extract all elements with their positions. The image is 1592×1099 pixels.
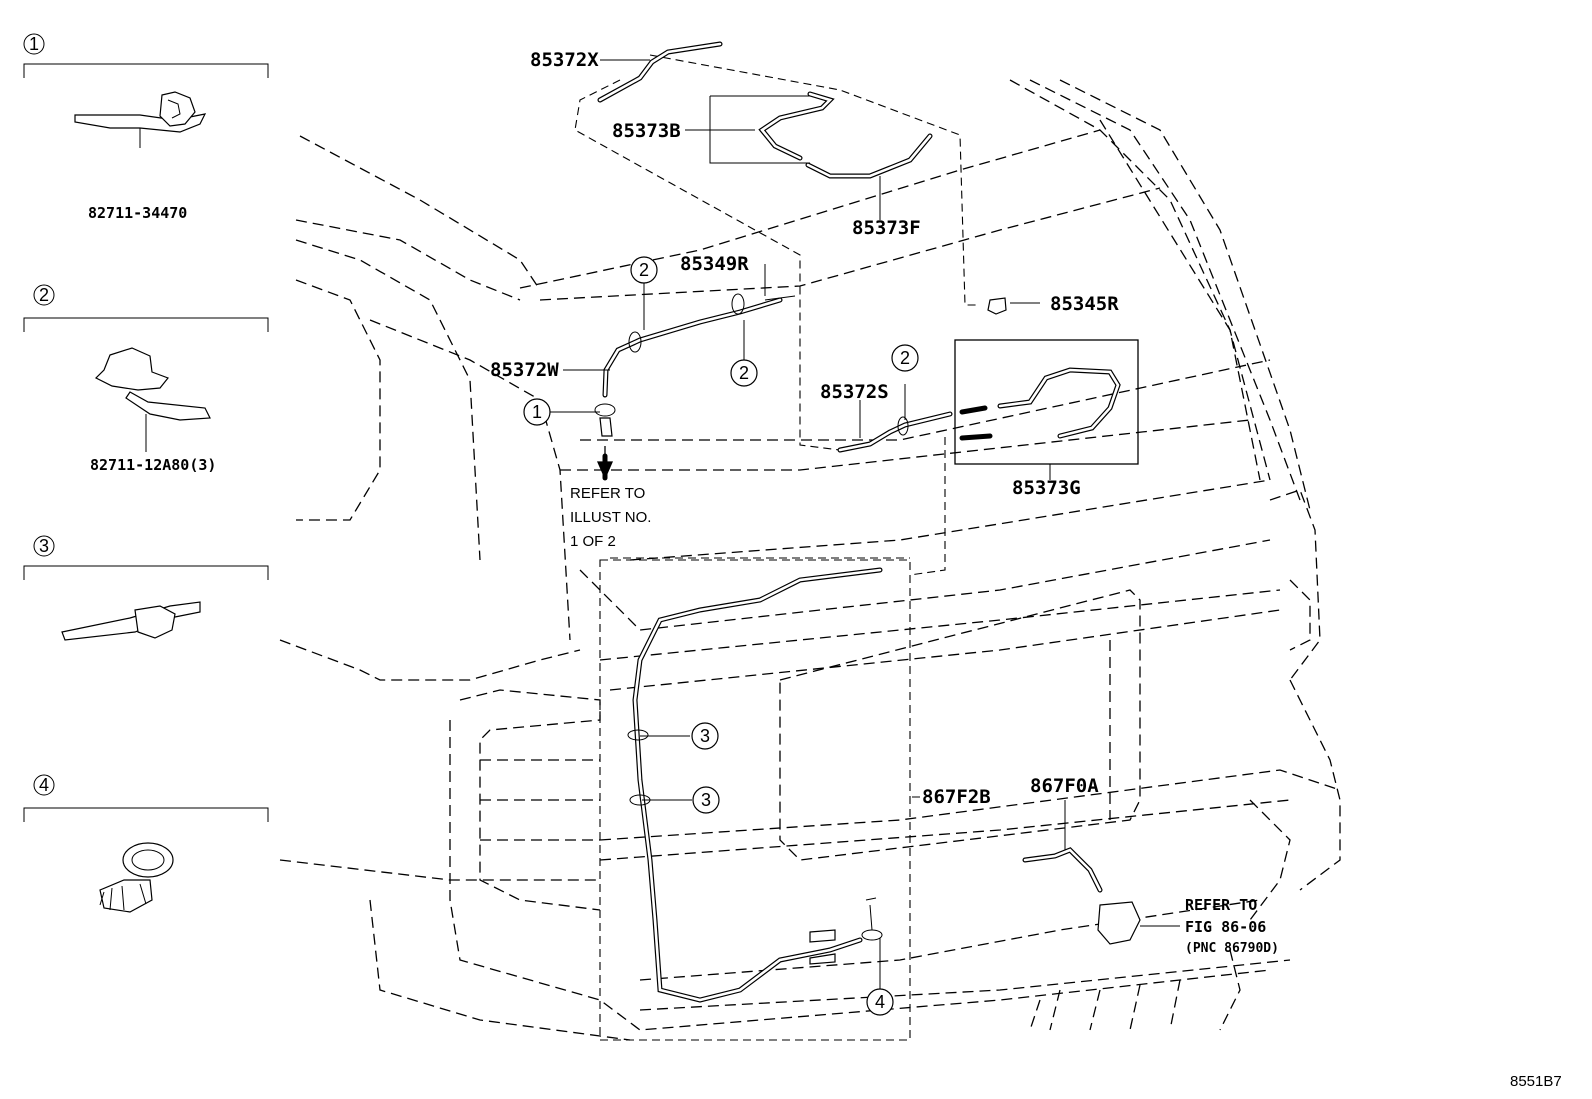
- refer-fig-note[interactable]: REFER TO FIG 86-06 (PNC 86790D): [1185, 896, 1279, 956]
- vehicle-body-outline: [279, 79, 1341, 1041]
- marker-3-a[interactable]: [691, 722, 719, 750]
- callout-85349R[interactable]: 85349R: [680, 253, 749, 275]
- callout-85372W[interactable]: 85372W: [490, 359, 559, 381]
- legend-item-1[interactable]: 1 82711-34470: [23, 33, 269, 222]
- svg-text:2: 2: [900, 348, 910, 368]
- legend-bracket-2: [23, 317, 269, 332]
- harness-group-box: [599, 559, 911, 1041]
- marker-2-b[interactable]: [730, 359, 758, 387]
- hose-clip-markers: [594, 293, 909, 941]
- clip-icon-2: [94, 347, 211, 452]
- marker-4[interactable]: [866, 988, 894, 1016]
- marker-1[interactable]: [523, 398, 551, 426]
- callout-85373B[interactable]: 85373B: [612, 120, 681, 142]
- marker-number-4: 4: [39, 775, 49, 795]
- part-callouts: 85372X 85373B 85373F 85349R 85345R 85372…: [490, 49, 1119, 808]
- clip-icon-1: [74, 91, 207, 148]
- legend-bracket-4: [23, 807, 269, 822]
- svg-text:REFER TO: REFER TO: [570, 485, 645, 502]
- refer-illust-note[interactable]: REFER TO ILLUST NO. 1 OF 2: [570, 485, 651, 550]
- marker-number-1: 1: [29, 34, 39, 54]
- clip-icon-4: [99, 842, 174, 913]
- legend-bracket-1: [23, 63, 269, 78]
- legend-item-4[interactable]: 4: [23, 774, 269, 913]
- dashed-grouping-lines: [574, 54, 980, 1041]
- marker-circle-3: [33, 535, 55, 557]
- marker-number-2: 2: [39, 285, 49, 305]
- callout-85373F[interactable]: 85373F: [852, 217, 921, 239]
- callout-85372S[interactable]: 85372S: [820, 381, 889, 403]
- legend-item-2[interactable]: 2 82711-12A80(3): [23, 284, 269, 474]
- small-parts: [597, 295, 1141, 965]
- callout-leaders: [550, 59, 1180, 990]
- svg-text:(PNC 86790D): (PNC 86790D): [1185, 941, 1279, 956]
- svg-text:FIG 86-06: FIG 86-06: [1185, 918, 1266, 936]
- pump-connector-86790D: [1097, 901, 1141, 945]
- svg-text:4: 4: [875, 992, 885, 1012]
- washer-hoses: [597, 41, 1121, 1003]
- svg-text:REFER TO: REFER TO: [1185, 896, 1257, 914]
- svg-text:3: 3: [701, 790, 711, 810]
- svg-text:2: 2: [639, 260, 649, 280]
- connector-85349R: [764, 295, 796, 301]
- svg-text:ILLUST NO.: ILLUST NO.: [570, 509, 651, 526]
- callout-85373G[interactable]: 85373G: [1012, 477, 1081, 499]
- marker-circle-1: [23, 33, 45, 55]
- check-valve-85345R: [987, 297, 1007, 315]
- marker-circle-4: [33, 774, 55, 796]
- callout-85372X[interactable]: 85372X: [530, 49, 599, 71]
- callout-85345R[interactable]: 85345R: [1050, 293, 1119, 315]
- svg-text:2: 2: [739, 363, 749, 383]
- legend-part-number-2: 82711-12A80(3): [90, 456, 216, 474]
- callout-867F0A[interactable]: 867F0A: [1030, 775, 1099, 797]
- marker-circle-2: [33, 284, 55, 306]
- callout-867F2B[interactable]: 867F2B: [922, 786, 991, 808]
- legend-panel: 1 82711-34470 2 82711-12A80(3): [23, 33, 269, 913]
- detail-box-85373G: [954, 339, 1139, 465]
- marker-2-c[interactable]: [891, 344, 919, 372]
- clip-icon-3: [61, 601, 201, 641]
- marker-number-3: 3: [39, 536, 49, 556]
- drawing-markers: 2 2 2 1 3 3 4: [523, 256, 919, 1016]
- svg-text:3: 3: [700, 726, 710, 746]
- legend-item-3[interactable]: 3: [23, 535, 269, 641]
- legend-part-number-1: 82711-34470: [88, 204, 187, 222]
- svg-text:1 OF 2: 1 OF 2: [570, 533, 616, 550]
- svg-text:1: 1: [532, 402, 542, 422]
- marker-2-a[interactable]: [630, 256, 658, 284]
- marker-3-b[interactable]: [692, 786, 720, 814]
- legend-bracket-3: [23, 565, 269, 580]
- figure-code: 8551B7: [1510, 1073, 1562, 1090]
